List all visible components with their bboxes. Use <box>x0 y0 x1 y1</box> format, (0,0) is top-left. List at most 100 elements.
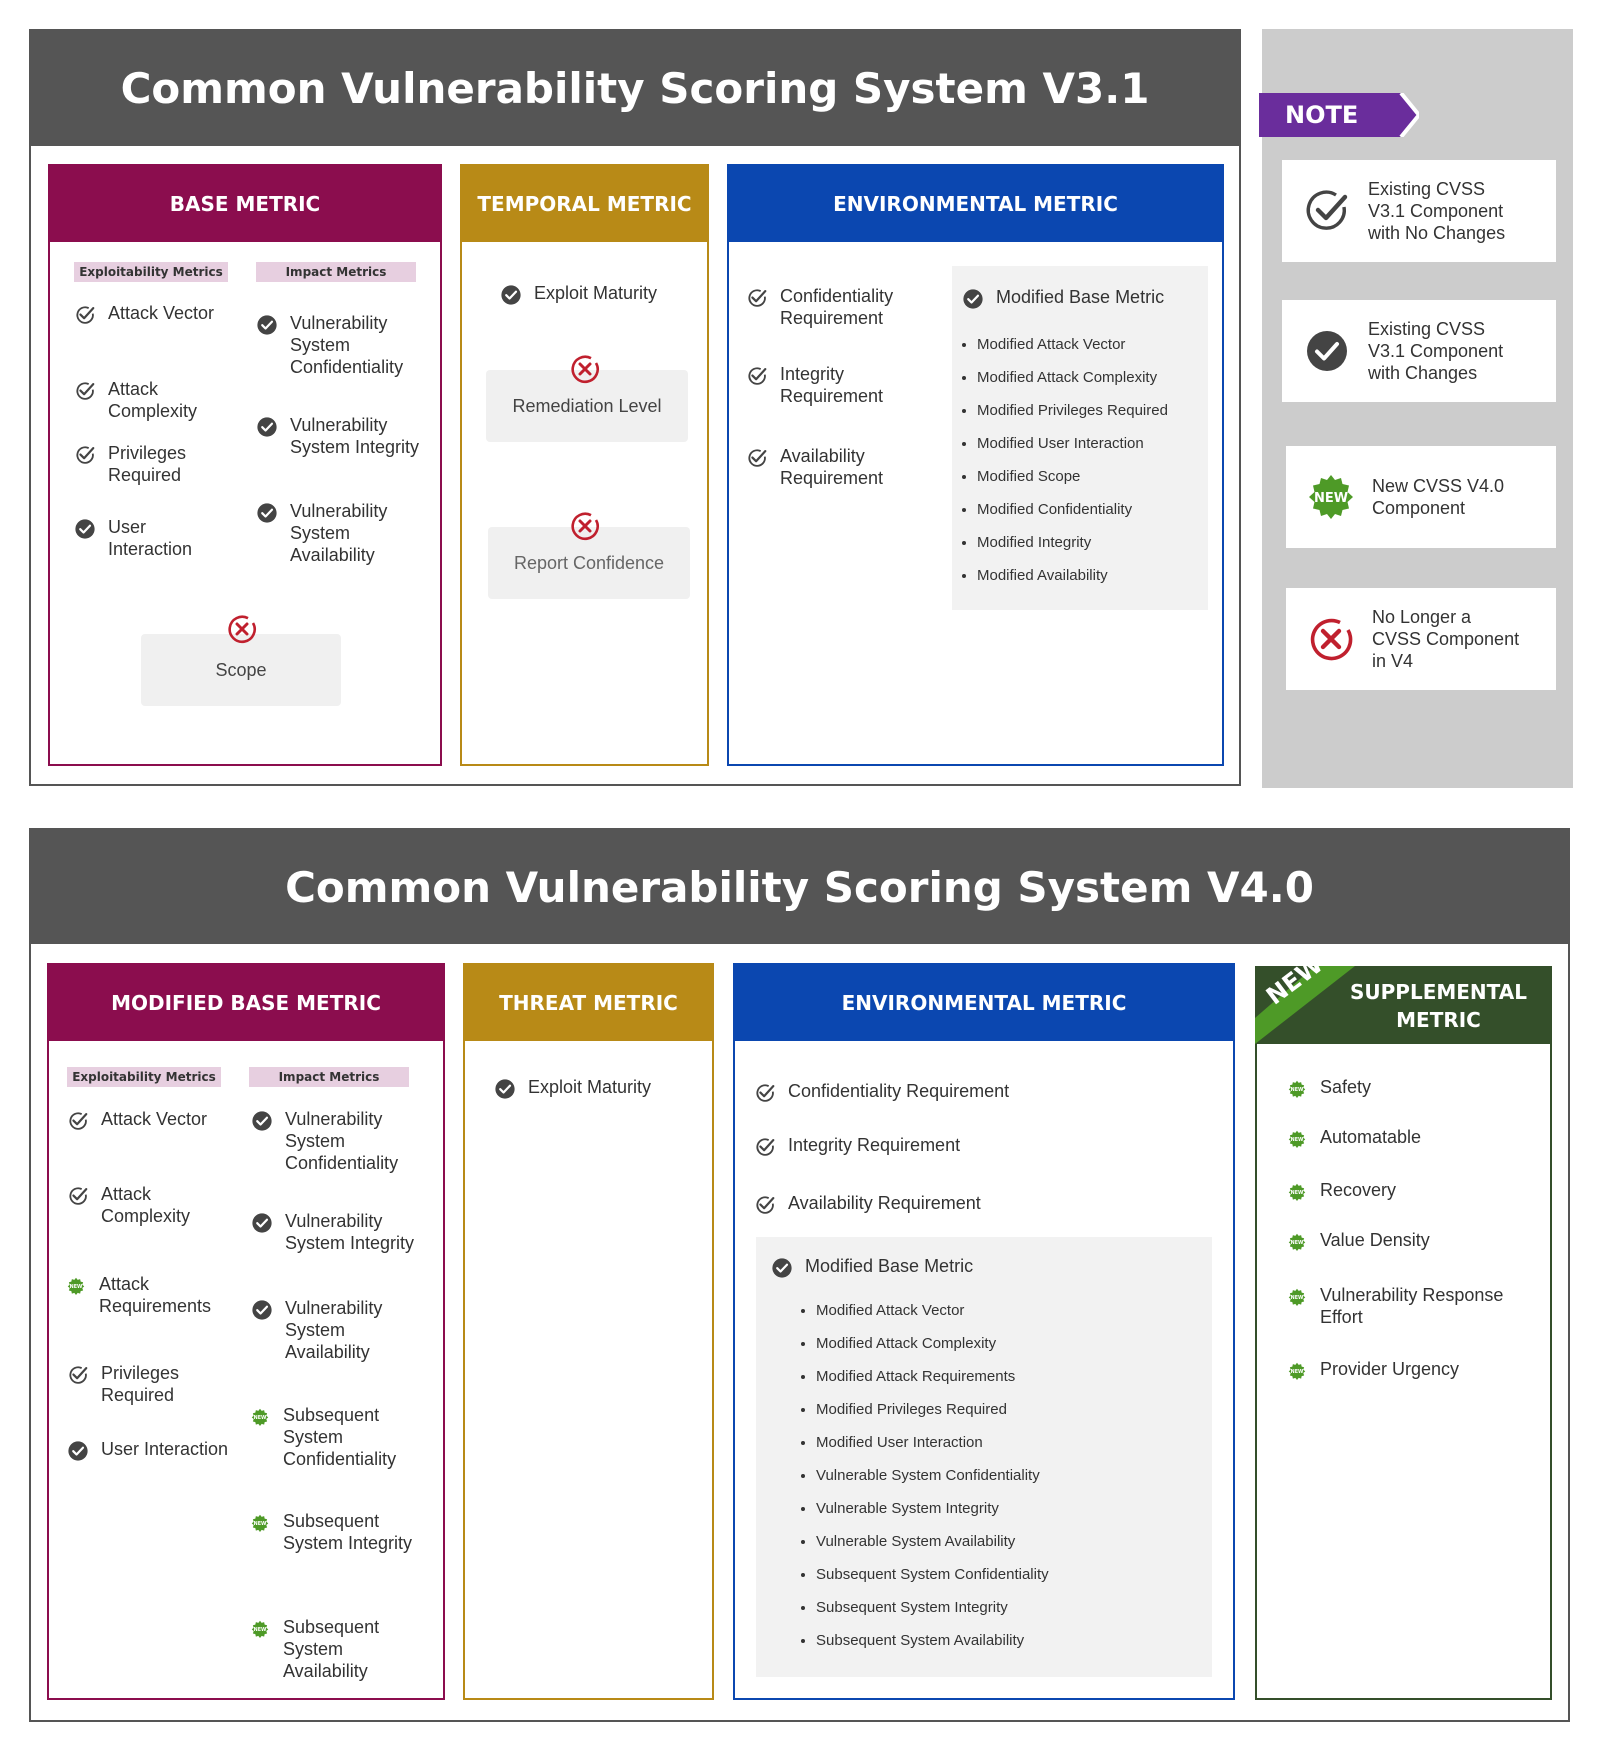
svg-text:NEW: NEW <box>1291 1295 1304 1301</box>
v31-base-header: BASE METRIC <box>50 166 440 242</box>
list-item: Attack Complexity <box>67 1183 237 1227</box>
v31-env-header: ENVIRONMENTAL METRIC <box>729 166 1222 242</box>
v40-threat-panel: THREAT METRIC <box>463 963 714 1700</box>
bullet-item: Modified Attack Requirements <box>816 1360 1196 1393</box>
remediation-label: Remediation Level <box>512 395 662 416</box>
list-item: Vulnerability System Confidentiality <box>256 312 436 378</box>
v31-temporal-panel: TEMPORAL METRIC <box>460 164 709 766</box>
list-item-label: Vulnerability Response Effort <box>1320 1285 1504 1327</box>
list-item: Integrity Requirement <box>754 1134 1194 1158</box>
svg-text:NEW: NEW <box>254 1627 267 1633</box>
bullet-item: Modified Confidentiality <box>977 493 1207 526</box>
v31-title-bar: Common Vulnerability Scoring System V3.1 <box>31 31 1239 146</box>
new-badge-icon: NEW <box>251 1514 269 1532</box>
list-item-label: Privileges Required <box>101 1363 180 1405</box>
v31-temporal-header: TEMPORAL METRIC <box>462 166 707 242</box>
list-item-label: User Interaction <box>108 517 193 559</box>
list-item: Privileges Required <box>67 1362 237 1406</box>
new-badge-icon: NEW <box>1288 1080 1306 1098</box>
list-item-label: Provider Urgency <box>1320 1359 1460 1379</box>
check-filled-icon <box>74 518 96 540</box>
v31-remediation-removed: Remediation Level <box>486 355 688 442</box>
x-circle-icon <box>227 614 257 644</box>
v31-title: Common Vulnerability Scoring System V3.1 <box>120 64 1150 113</box>
v31-env-header-label: ENVIRONMENTAL METRIC <box>833 192 1118 216</box>
v31-exploitability-label: Exploitability Metrics <box>74 262 228 282</box>
list-item-label: Integrity Requirement <box>788 1135 961 1155</box>
list-item-label: Exploit Maturity <box>528 1077 652 1097</box>
new-badge-icon: NEW <box>251 1620 269 1638</box>
check-outline-icon <box>746 287 768 309</box>
check-filled-icon <box>251 1212 273 1234</box>
report-confidence-label: Report Confidence <box>513 552 665 573</box>
list-item: Attack Complexity <box>74 378 234 422</box>
v40-threat-header: THREAT METRIC <box>465 965 712 1041</box>
bullet-item: Subsequent System Integrity <box>816 1591 1196 1624</box>
svg-text:NEW: NEW <box>70 1284 83 1290</box>
new-badge-icon: NEW <box>1308 474 1354 520</box>
list-item: Vulnerability System Availability <box>251 1297 431 1363</box>
bullet-item: Modified Attack Complexity <box>816 1327 1196 1360</box>
list-item-label: Integrity Requirement <box>780 364 884 406</box>
note-tag: NOTE <box>1259 93 1419 137</box>
list-item-label: Privileges Required <box>108 443 187 485</box>
list-item: Exploit Maturity <box>494 1076 694 1100</box>
v40-env-header-label: ENVIRONMENTAL METRIC <box>841 991 1127 1015</box>
list-item-label: Availability Requirement <box>780 446 884 488</box>
x-circle-icon <box>570 511 600 541</box>
new-badge-icon: NEW <box>1288 1288 1306 1306</box>
list-item: NEW Provider Urgency <box>1288 1358 1538 1380</box>
svg-text:NEW: NEW <box>1291 1240 1304 1246</box>
v40-modified-base-title: Modified Base Metric <box>771 1255 1171 1279</box>
svg-text:NEW: NEW <box>1291 1087 1304 1093</box>
list-item-label: Attack Vector <box>101 1109 208 1129</box>
list-item: Privileges Required <box>74 442 234 486</box>
bullet-item: Modified Attack Vector <box>816 1294 1196 1327</box>
check-filled-icon <box>1304 328 1350 374</box>
check-filled-icon <box>500 284 522 306</box>
bullet-item: Modified User Interaction <box>977 427 1207 460</box>
check-filled-icon <box>256 314 278 336</box>
new-badge-icon: NEW <box>1288 1183 1306 1201</box>
list-item: Attack Vector <box>67 1108 237 1132</box>
v31-report-confidence-removed: Report Confidence <box>488 512 690 599</box>
list-item-label: Vulnerability System Integrity <box>285 1211 415 1253</box>
bullet-item: Modified Scope <box>977 460 1207 493</box>
new-badge-label: NEW <box>1313 491 1349 506</box>
check-outline-icon <box>754 1194 776 1216</box>
list-item-label: Attack Vector <box>108 303 215 323</box>
bullet-item: Vulnerable System Integrity <box>816 1492 1196 1525</box>
list-item: Vulnerability System Availability <box>256 500 436 566</box>
v31-exploit-maturity: Exploit Maturity <box>500 282 700 306</box>
list-item: Availability Requirement <box>754 1192 1194 1216</box>
bullet-item: Modified User Interaction <box>816 1426 1196 1459</box>
check-outline-icon <box>67 1185 89 1207</box>
v40-title-bar: Common Vulnerability Scoring System V4.0 <box>31 830 1568 944</box>
list-item-label: Subsequent System Integrity <box>283 1511 413 1553</box>
v40-modified-base-box: Modified Base Metric Modified Attack Vec… <box>756 1237 1212 1677</box>
new-badge-icon: NEW <box>1288 1362 1306 1380</box>
legend-label: Existing CVSS V3.1 Component with Change… <box>1368 319 1504 383</box>
new-badge-icon: NEW <box>1288 1130 1306 1148</box>
check-filled-icon <box>962 288 984 310</box>
new-badge-shape <box>1309 475 1353 519</box>
list-item: Confidentiality Requirement <box>754 1080 1194 1104</box>
list-item: Integrity Requirement <box>746 363 926 407</box>
svg-text:NEW: NEW <box>1291 1190 1304 1196</box>
v31-modified-base-list: Modified Attack VectorModified Attack Co… <box>957 328 1207 592</box>
legend-label: Existing CVSS V3.1 Component with No Cha… <box>1368 179 1506 243</box>
list-item: Attack Vector <box>74 302 234 326</box>
x-circle-icon <box>570 354 600 384</box>
scope-box: Scope <box>141 634 341 706</box>
list-item: Vulnerability System Confidentiality <box>251 1108 431 1174</box>
v40-base-header-label: MODIFIED BASE METRIC <box>111 991 381 1015</box>
check-outline-icon <box>67 1110 89 1132</box>
list-item: User Interaction <box>74 516 234 560</box>
check-filled-icon <box>256 416 278 438</box>
list-item-label: Value Density <box>1320 1230 1430 1250</box>
v40-impact-label: Impact Metrics <box>249 1067 409 1087</box>
v40-base-header: MODIFIED BASE METRIC <box>49 965 443 1041</box>
v40-threat-header-label: THREAT METRIC <box>499 991 678 1015</box>
